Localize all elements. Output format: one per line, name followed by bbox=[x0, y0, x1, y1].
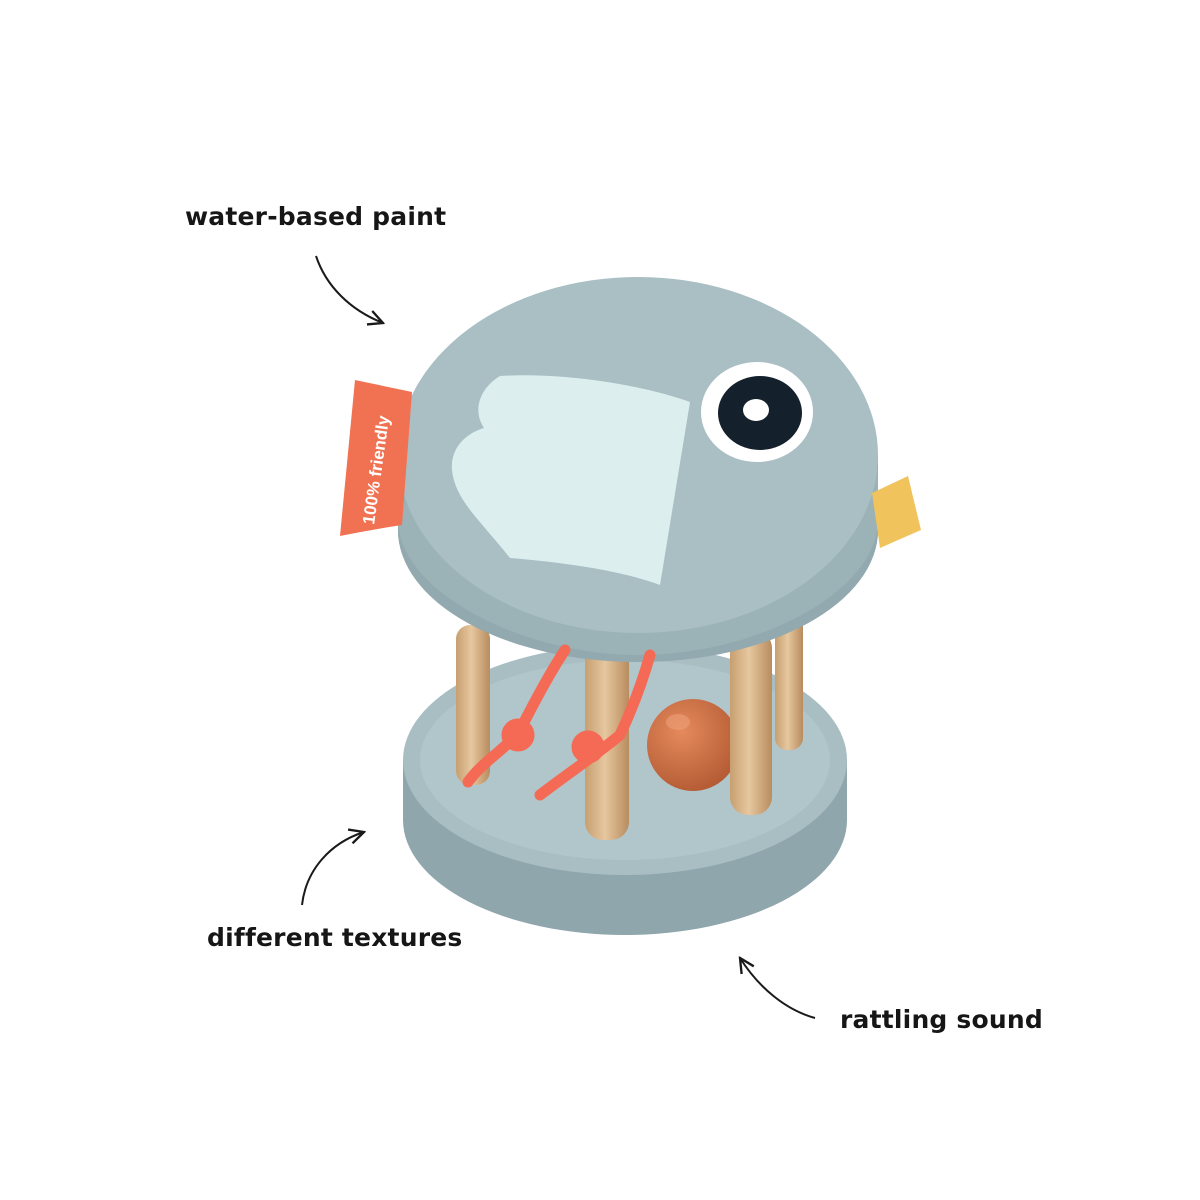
arrow-to-rattle bbox=[740, 958, 816, 1019]
callout-water-based-paint: water-based paint bbox=[185, 202, 447, 231]
callout-different-textures: different textures bbox=[207, 923, 463, 952]
rattle-bead bbox=[647, 699, 739, 791]
wing bbox=[451, 375, 690, 585]
wooden-peg bbox=[775, 600, 803, 750]
wooden-peg bbox=[730, 630, 772, 815]
arrow-to-textures bbox=[301, 832, 364, 906]
beak bbox=[872, 476, 921, 548]
bird-eye bbox=[701, 362, 813, 462]
wooden-peg bbox=[456, 625, 490, 785]
cords bbox=[462, 644, 656, 801]
arrow-to-paint bbox=[315, 255, 383, 323]
fabric-tag-100-friendly: 100% friendly bbox=[340, 380, 412, 536]
callout-rattling-sound: rattling sound bbox=[840, 1005, 1043, 1034]
